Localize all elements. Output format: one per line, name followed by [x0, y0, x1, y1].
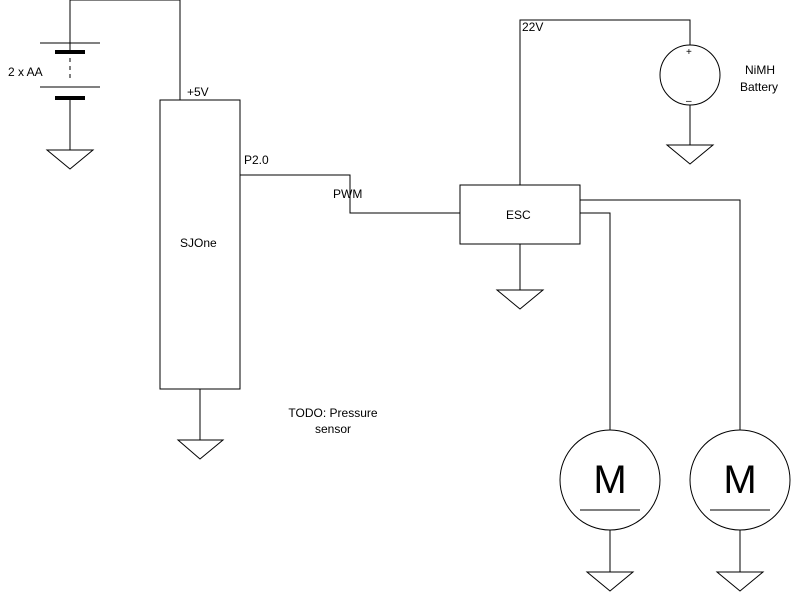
esc-box [459, 184, 581, 245]
motor-2: M [580, 199, 791, 592]
plus5v-label: +5V [187, 85, 209, 99]
nimh-label-line1: NiMH [745, 63, 775, 77]
nimh-minus-sign: – [686, 96, 692, 107]
pwm-signal-line [240, 174, 460, 214]
esc-module: ESC [459, 184, 581, 310]
pwm-label: PWM [333, 187, 362, 201]
nimh-label-line2: Battery [740, 80, 778, 94]
nimh-plus-sign: + [686, 47, 692, 58]
pwm-wire: P2.0 PWM [240, 153, 460, 214]
aa-battery: 2 x AA [8, 0, 181, 170]
motor1-ground-icon [585, 571, 635, 592]
sjone-ground-icon [176, 439, 225, 460]
sjone-box [159, 99, 241, 390]
motor2-label: M [723, 458, 756, 502]
motor2-wire [580, 199, 741, 430]
motor2-ground-icon [715, 571, 765, 592]
motor-1: M [559, 212, 661, 592]
supply-wire [519, 19, 691, 185]
todo-note: TODO: Pressure sensor [288, 406, 377, 436]
esc-label: ESC [506, 208, 531, 222]
aa-ground-icon [45, 149, 95, 170]
todo-line1: TODO: Pressure [288, 406, 377, 420]
motor1-wire [580, 212, 611, 430]
sjone-label: SJOne [180, 236, 217, 250]
aa-battery-label: 2 x AA [8, 65, 43, 79]
p20-label: P2.0 [244, 153, 269, 167]
nimh-ground-icon [665, 144, 715, 165]
motor1-label: M [593, 458, 626, 502]
v22-label: 22V [522, 20, 543, 34]
sjone-board: SJOne +5V [159, 85, 241, 460]
supply-22v: 22V [519, 19, 691, 185]
nimh-battery: + – NiMH Battery [659, 44, 778, 165]
todo-line2: sensor [315, 422, 351, 436]
esc-ground-icon [495, 289, 545, 310]
